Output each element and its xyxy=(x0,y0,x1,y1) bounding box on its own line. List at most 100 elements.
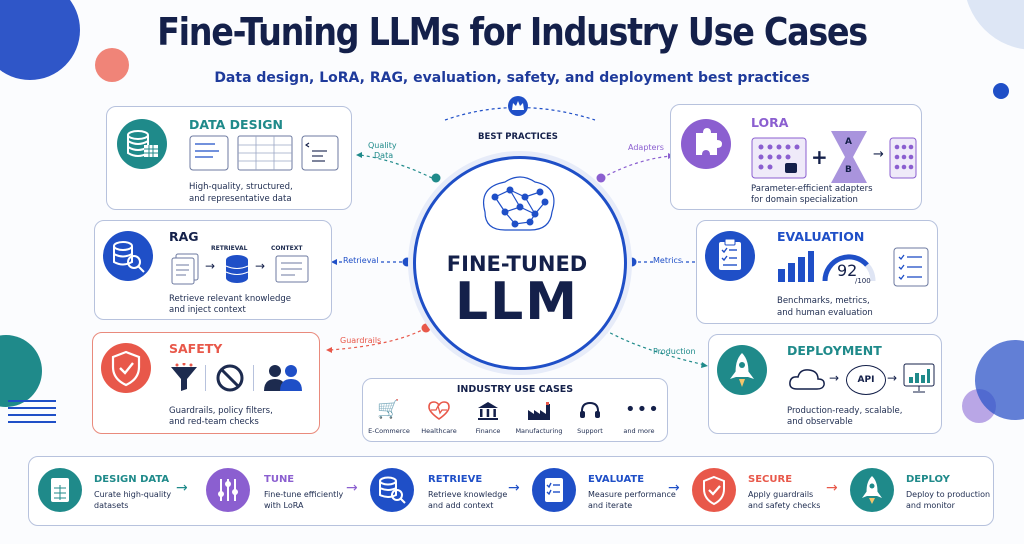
spreadsheet-icon xyxy=(38,468,82,512)
score-of: /100 xyxy=(855,277,871,285)
card-deployment: DEPLOYMENT → API → Production-ready, sca… xyxy=(708,334,942,434)
document-icon xyxy=(189,135,229,171)
step-title: SECURE xyxy=(748,474,793,485)
adapter-b-label: B xyxy=(845,165,852,175)
page-title: Fine-Tuning LLMs for Industry Use Cases xyxy=(157,10,868,54)
retrieval-label: RETRIEVAL xyxy=(211,245,248,252)
card-industry-use-cases: INDUSTRY USE CASES 🛒 ••• E-Commerce Heal… xyxy=(362,378,668,442)
clipboard-icon xyxy=(532,468,576,512)
connector-label-adapters: Adapters xyxy=(628,143,664,152)
checklist-icon xyxy=(893,247,929,287)
arrow-right-icon: → xyxy=(668,480,680,496)
step-title: TUNE xyxy=(264,474,295,485)
connector-label-production: Production xyxy=(653,347,696,356)
rocket-icon xyxy=(717,345,767,395)
sliders-icon xyxy=(206,468,250,512)
card-desc-line1: Benchmarks, metrics, xyxy=(777,296,870,306)
industry-item: Support xyxy=(577,427,603,435)
step-desc-line2: and monitor xyxy=(906,501,955,510)
coral-dot xyxy=(95,48,129,82)
divider xyxy=(253,365,254,391)
card-safety: SAFETY Guardrails, policy filters, and r… xyxy=(92,332,320,434)
step-desc-line1: Curate high-quality xyxy=(94,490,172,499)
step-desc-line2: with LoRA xyxy=(264,501,304,510)
connector-label-retrieval: Retrieval xyxy=(343,256,379,265)
arrow-right-icon: → xyxy=(205,259,216,273)
arrow-right-icon: → xyxy=(176,480,188,496)
card-desc-line1: Retrieve relevant knowledge xyxy=(169,294,291,304)
users-icon xyxy=(264,365,302,391)
weight-matrix-icon xyxy=(751,137,807,179)
card-desc-line2: and representative data xyxy=(189,194,292,204)
card-title: EVALUATION xyxy=(777,229,865,244)
documents-icon xyxy=(171,253,199,285)
api-label: API xyxy=(857,375,875,385)
industry-title: INDUSTRY USE CASES xyxy=(456,384,574,395)
step-title: DEPLOY xyxy=(906,474,950,485)
search-database-icon xyxy=(103,231,153,281)
step-title: RETRIEVE xyxy=(428,474,483,485)
card-title: DEPLOYMENT xyxy=(787,343,882,358)
center-label-line1: FINE-TUNED xyxy=(446,252,588,276)
step-desc-line2: and safety checks xyxy=(748,501,821,510)
blue-dot xyxy=(993,83,1009,99)
block-icon xyxy=(216,364,244,392)
industry-item: Healthcare xyxy=(421,427,457,435)
card-desc-line1: Parameter-efficient adapters xyxy=(751,184,873,194)
brain-network-icon xyxy=(483,176,555,231)
api-badge: API xyxy=(846,365,886,395)
stripes-decoration xyxy=(8,400,56,423)
card-desc-line1: Production-ready, scalable, xyxy=(787,406,903,416)
card-title: LORA xyxy=(751,115,789,130)
database-stack-icon xyxy=(225,255,249,283)
industry-item: and more xyxy=(623,427,655,435)
industry-item: Finance xyxy=(475,427,501,435)
plus-icon: + xyxy=(811,145,828,169)
arrow-right-icon: → xyxy=(346,480,358,496)
card-desc-line2: and red-team checks xyxy=(169,417,259,427)
table-icon xyxy=(237,135,293,171)
industry-item: E-Commerce xyxy=(368,427,410,435)
context-label: CONTEXT xyxy=(271,245,303,252)
arrow-right-icon: → xyxy=(873,147,884,162)
card-evaluation: EVALUATION 92 /100 Benchmarks, metrics, … xyxy=(696,220,938,324)
more-icon: ••• xyxy=(625,399,660,420)
database-icon xyxy=(117,119,167,169)
bank-icon xyxy=(478,402,498,420)
step-desc-line1: Apply guardrails xyxy=(748,490,814,499)
arrow-right-icon: → xyxy=(508,480,520,496)
shield-check-icon xyxy=(692,468,736,512)
card-lora: LORA + A B → Parameter-efficient adapter… xyxy=(670,104,922,210)
card-desc-line2: and inject context xyxy=(169,305,246,315)
page-subtitle: Data design, LoRA, RAG, evaluation, safe… xyxy=(214,70,810,86)
connector-label-data: Data xyxy=(374,151,394,160)
step-desc-line2: datasets xyxy=(94,501,129,510)
output-matrix-icon xyxy=(889,137,917,179)
card-rag: RAG RETRIEVAL CONTEXT → → Retrieve relev… xyxy=(94,220,332,320)
best-practices-label: BEST PRACTICES xyxy=(478,132,558,142)
context-document-icon xyxy=(275,255,309,283)
card-desc-line1: Guardrails, policy filters, xyxy=(169,406,273,416)
headset-icon xyxy=(580,401,600,418)
clipboard-icon xyxy=(705,231,755,281)
step-desc-line2: and iterate xyxy=(588,501,633,510)
card-desc-line2: for domain specialization xyxy=(751,195,858,205)
step-title: EVALUATE xyxy=(588,474,645,485)
card-desc-line1: High-quality, structured, xyxy=(189,182,293,192)
hourglass-adapter-icon xyxy=(831,131,867,183)
center-ring xyxy=(413,156,627,370)
arrow-right-icon: → xyxy=(826,480,838,496)
arrow-right-icon: → xyxy=(829,371,840,385)
card-desc-line2: and observable xyxy=(787,417,853,427)
shield-check-icon xyxy=(101,343,151,393)
step-desc-line1: Retrieve knowledge xyxy=(428,490,508,499)
divider xyxy=(205,365,206,391)
code-icon xyxy=(301,135,339,171)
search-database-icon xyxy=(370,468,414,512)
bar-chart-icon xyxy=(778,251,814,282)
step-desc-line2: and add context xyxy=(428,501,494,510)
card-title: DATA DESIGN xyxy=(189,117,283,132)
workflow-bar xyxy=(28,456,994,526)
step-desc-line1: Measure performance xyxy=(588,490,676,499)
connector-label-quality: Quality xyxy=(368,141,397,150)
